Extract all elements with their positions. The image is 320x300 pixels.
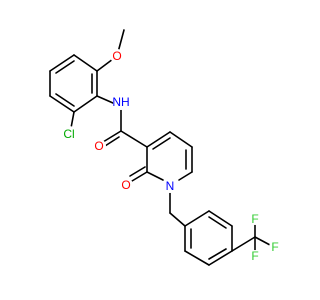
bond-pyridone-CO-1 [131,171,148,182]
ring1-bond [73,54,98,72]
ring3-bond [208,210,233,227]
atom-label-layer: O Cl NH O O N F F [61,49,281,263]
ring3-bond [208,250,233,266]
bond-ring-Cl [70,111,75,129]
ring3-bond [184,210,210,227]
bond-carbonyl-double-2 [104,136,120,147]
atom-bg [113,94,129,110]
bond-ring-NH [96,95,114,104]
pyridone-oxygen-atom: O [119,178,133,192]
ring1-double-bond [55,93,75,107]
ring3-bond [184,250,210,266]
fluorine-bottom-atom: F [249,249,261,263]
ring2-bond [146,131,171,148]
atom-bg [110,49,124,63]
ring1-bond [49,54,75,72]
bond-CF3-F-right [254,236,271,246]
ring1-double-bond [55,60,75,74]
molecule-structure-diagram: O Cl NH O O N F F [49,29,281,266]
atom-label-F: F [251,212,258,226]
ring2-bond [178,171,193,181]
atom-bg [269,241,281,253]
atom-label-F: F [271,240,278,254]
bond-carbonyl-double-1 [102,130,122,143]
chloromethoxyphenyl-ring [49,54,98,113]
pyridone-nitrogen-atom: N [163,179,177,193]
ring3-double-bond [208,216,227,229]
atom-label-Cl: Cl [63,127,74,141]
ring3-double-bond [208,248,227,260]
amide-nitrogen-atom: NH [112,94,130,110]
atom-bg [92,139,106,153]
amide-oxygen-atom: O [92,139,106,153]
atom-bg [61,126,77,142]
atom-bg [163,179,177,193]
atom-label-O: O [94,139,103,153]
bond-ring-CF3 [231,236,256,252]
bond-carbonyl-pyridone [120,130,148,148]
chlorine-atom: Cl [61,126,77,142]
atom-label-NH: NH [112,95,129,109]
atom-bg [249,213,261,225]
bond-CH2-ring [169,212,186,227]
fluorine-top-atom: F [249,212,261,226]
methoxy-oxygen-atom: O [110,49,124,63]
ring2-bond [146,171,164,181]
atom-label-O: O [112,49,121,63]
atom-label-N: N [166,179,175,193]
pyridone-ring [146,131,193,181]
atom-bg [249,250,261,262]
atom-label-O: O [121,178,130,192]
trifluoromethylphenyl-ring [184,210,233,266]
bond-layer [49,29,271,266]
fluorine-right-atom: F [269,240,281,254]
ring2-bond [169,131,193,148]
ring2-double-bond [152,137,171,150]
atom-bg [119,178,133,192]
ring1-bond [73,95,98,113]
bond-pyridone-CO-2 [129,166,146,177]
atom-label-F: F [251,249,258,263]
ring1-bond [49,95,75,113]
